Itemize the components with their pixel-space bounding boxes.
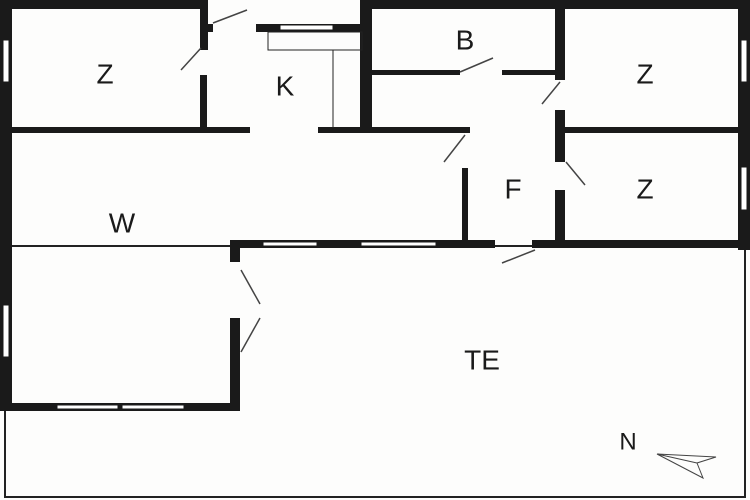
compass: N [619,428,717,480]
room-label-living-room: W [109,207,136,238]
windows [2,24,748,410]
north-arrow-icon [656,453,717,480]
room-label-terrace: TE [464,344,500,375]
compass-north-label: N [619,428,636,455]
room-label-bedroom-2: Z [636,58,653,89]
room-label-bathroom: B [456,24,475,55]
kitchen-counter [267,31,363,128]
room-label-bedroom-3: Z [636,173,653,204]
room-label-bedroom-1: Z [96,58,113,89]
room-label-kitchen: K [276,70,295,101]
doors [180,9,586,353]
room-label-hallway: F [504,173,521,204]
